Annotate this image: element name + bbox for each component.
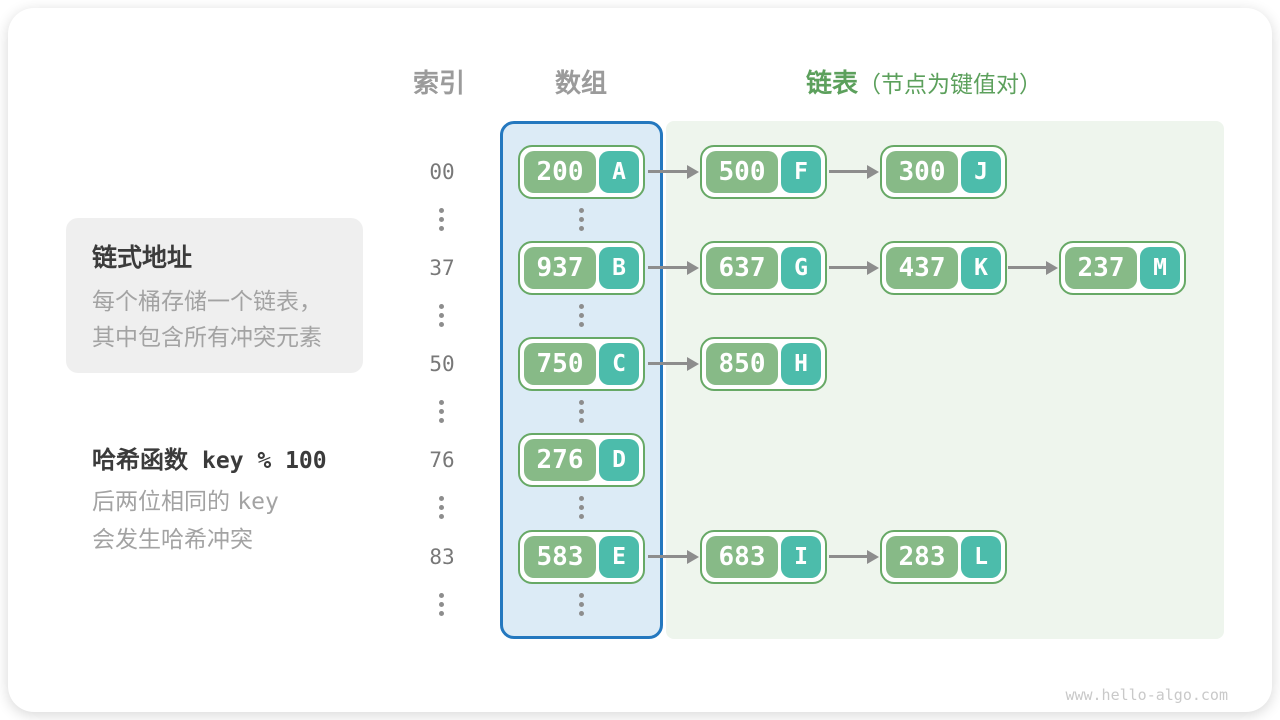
concept-description: 每个桶存储一个链表， 其中包含所有冲突元素 (92, 284, 322, 356)
index-label: 76 (429, 448, 455, 472)
kv-node: 937 B (518, 241, 645, 295)
header-linked-list-note: （节点为键值对） (858, 72, 1043, 98)
node-value: A (599, 151, 639, 193)
ellipsis-icon (439, 400, 444, 423)
arrow-icon (829, 549, 879, 564)
hash-function-label: 哈希函数 (92, 446, 188, 474)
node-value: J (961, 151, 1001, 193)
kv-node: 850 H (700, 337, 827, 391)
ellipsis-icon (579, 304, 584, 327)
node-value: M (1140, 247, 1180, 289)
header-array: 数组 (554, 69, 607, 99)
node-key: 637 (706, 247, 778, 289)
concept-title: 链式地址 (92, 243, 193, 272)
kv-node: 200 A (518, 145, 645, 199)
node-key: 283 (886, 536, 958, 578)
hash-function-description: 后两位相同的 key 会发生哈希冲突 (92, 483, 279, 559)
arrow-icon (1008, 260, 1058, 275)
kv-node: 637 G (700, 241, 827, 295)
kv-node: 300 J (880, 145, 1007, 199)
node-value: G (781, 247, 821, 289)
hash-function-title: 哈希函数 key % 100 (92, 440, 327, 475)
header-linked-list-title: 链表 (806, 69, 859, 99)
arrow-icon (829, 164, 879, 179)
index-label: 50 (429, 352, 455, 376)
ellipsis-icon (579, 400, 584, 423)
ellipsis-icon (579, 496, 584, 519)
ellipsis-icon (579, 208, 584, 231)
kv-node: 500 F (700, 145, 827, 199)
watermark: www.hello-algo.com (1065, 686, 1228, 704)
kv-node: 750 C (518, 337, 645, 391)
node-key: 937 (524, 247, 596, 289)
kv-node: 437 K (880, 241, 1007, 295)
node-value: C (599, 343, 639, 385)
node-key: 750 (524, 343, 596, 385)
header-index: 索引 (412, 69, 465, 99)
arrow-icon (648, 549, 699, 564)
node-value: H (781, 343, 821, 385)
ellipsis-icon (439, 593, 444, 616)
node-key: 500 (706, 151, 778, 193)
node-key: 276 (524, 439, 596, 481)
diagram-card: 索引 数组 链表（节点为键值对） 00 37 50 76 83 200 A 50… (8, 8, 1272, 712)
node-key: 237 (1065, 247, 1137, 289)
kv-node: 683 I (700, 530, 827, 584)
arrow-icon (648, 356, 699, 371)
node-value: K (961, 247, 1001, 289)
concept-line1: 每个桶存储一个链表， (92, 289, 322, 315)
arrow-icon (829, 260, 879, 275)
kv-node: 276 D (518, 433, 645, 487)
hash-note-line2: 会发生哈希冲突 (92, 527, 253, 553)
node-key: 300 (886, 151, 958, 193)
node-key: 200 (524, 151, 596, 193)
ellipsis-icon (439, 208, 444, 231)
hash-note-line1: 后两位相同的 key (92, 489, 279, 515)
node-key: 683 (706, 536, 778, 578)
index-label: 00 (429, 160, 455, 184)
concept-box: 链式地址 每个桶存储一个链表， 其中包含所有冲突元素 (66, 218, 363, 373)
node-key: 583 (524, 536, 596, 578)
ellipsis-icon (579, 593, 584, 616)
node-key: 437 (886, 247, 958, 289)
kv-node: 583 E (518, 530, 645, 584)
kv-node: 237 M (1059, 241, 1186, 295)
ellipsis-icon (439, 496, 444, 519)
hash-function-formula: key % 100 (202, 448, 327, 474)
kv-node: 283 L (880, 530, 1007, 584)
node-value: I (781, 536, 821, 578)
node-value: L (961, 536, 1001, 578)
node-value: E (599, 536, 639, 578)
node-value: F (781, 151, 821, 193)
header-linked-list: 链表（节点为键值对） (806, 63, 1042, 100)
index-label: 83 (429, 545, 455, 569)
concept-line2: 其中包含所有冲突元素 (92, 325, 322, 351)
index-label: 37 (429, 256, 455, 280)
node-value: D (599, 439, 639, 481)
arrow-icon (648, 164, 699, 179)
node-key: 850 (706, 343, 778, 385)
arrow-icon (648, 260, 699, 275)
node-value: B (599, 247, 639, 289)
ellipsis-icon (439, 304, 444, 327)
